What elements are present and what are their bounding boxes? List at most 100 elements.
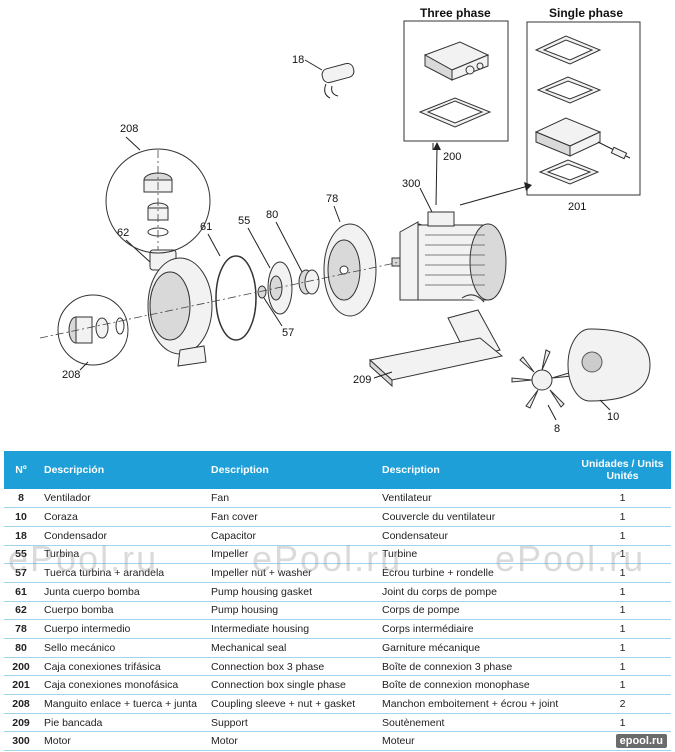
pump-housing: 62 xyxy=(117,227,213,367)
cell-description-fr: Joint du corps de pompe xyxy=(376,582,574,602)
motor: 300 xyxy=(391,142,532,301)
motor-support: 209 xyxy=(353,294,504,388)
cell-description-en: Coupling sleeve + nut + gasket xyxy=(205,694,376,714)
cell-number: 200 xyxy=(4,657,38,677)
single-phase-box: Single phase 201 xyxy=(526,6,641,213)
cell-description-en: Support xyxy=(205,713,376,733)
cell-units: 1 xyxy=(574,507,671,527)
callout-300: 300 xyxy=(402,178,420,190)
header-number: Nº xyxy=(15,464,27,476)
cell-units: 1 xyxy=(574,713,671,733)
coupling-sleeve-bottom: 208 xyxy=(57,294,129,381)
capacitor: 18 xyxy=(292,54,355,99)
cell-number: 80 xyxy=(4,638,38,658)
cell-number: 62 xyxy=(4,601,38,621)
cell-units: 2 xyxy=(574,694,671,714)
cell-description-fr: Garniture mécanique xyxy=(376,638,574,658)
cell-units: 1 xyxy=(574,526,671,546)
cell-description-fr: Soutènement xyxy=(376,713,574,733)
cell-number: 61 xyxy=(4,582,38,602)
cell-descripcion: Junta cuerpo bomba xyxy=(38,582,205,602)
cell-description-en: Motor xyxy=(205,731,376,752)
callout-61: 61 xyxy=(200,221,212,233)
pump-housing-gasket: 61 xyxy=(200,221,257,341)
cell-number: 55 xyxy=(4,545,38,565)
callout-8: 8 xyxy=(554,423,560,435)
cell-units: 1 xyxy=(574,563,671,583)
cell-descripcion: Caja conexiones monofásica xyxy=(38,675,205,696)
cell-descripcion: Motor xyxy=(38,731,205,752)
cell-descripcion: Caja conexiones trifásica xyxy=(38,657,205,677)
cell-description-en: Impeller xyxy=(205,545,376,565)
header-units-line2: Unités xyxy=(606,470,639,482)
callout-80: 80 xyxy=(266,209,278,221)
cell-descripcion: Condensador xyxy=(38,526,205,546)
callout-10: 10 xyxy=(607,411,619,423)
cell-description-fr: Corps intermédiaire xyxy=(376,619,574,639)
callout-62: 62 xyxy=(117,227,129,239)
cell-descripcion: Turbina xyxy=(38,545,205,565)
cell-description-fr: Moteur xyxy=(376,731,574,752)
cell-description-en: Mechanical seal xyxy=(205,638,376,658)
parts-table: Nº Descripción Description Description U… xyxy=(4,451,671,752)
callout-208-top: 208 xyxy=(120,123,138,135)
cell-description-en: Capacitor xyxy=(205,526,376,546)
three-phase-box: Three phase 200 xyxy=(403,6,509,163)
cell-number: 8 xyxy=(4,489,38,509)
header-units: Unidades / Units Unités xyxy=(574,451,671,489)
impeller-nut: 57 xyxy=(257,285,294,339)
cell-description-fr: Turbine xyxy=(376,545,574,565)
cell-description-fr: Couvercle du ventilateur xyxy=(376,507,574,527)
intermediate-housing: 78 xyxy=(323,193,377,317)
cell-number: 57 xyxy=(4,563,38,583)
impeller: 55 xyxy=(238,215,293,315)
mechanical-seal: 80 xyxy=(266,209,320,295)
cell-description-en: Pump housing xyxy=(205,601,376,621)
exploded-pump-diagram: Three phase 200 Single phase 201 18 xyxy=(39,6,651,435)
cell-number: 10 xyxy=(4,507,38,527)
callout-57: 57 xyxy=(282,327,294,339)
cell-descripcion: Coraza xyxy=(38,507,205,527)
callout-208-bottom: 208 xyxy=(62,369,80,381)
cell-description-en: Pump housing gasket xyxy=(205,582,376,602)
cell-description-en: Connection box 3 phase xyxy=(205,657,376,677)
cell-descripcion: Tuerca turbina + arandela xyxy=(38,563,205,583)
cell-units: 1 xyxy=(574,657,671,677)
callout-200: 200 xyxy=(443,151,461,163)
cell-description-fr: Corps de pompe xyxy=(376,601,574,621)
cell-description-en: Intermediate housing xyxy=(205,619,376,639)
table-row: 300MotorMotorMoteur1 xyxy=(4,731,671,752)
cell-descripcion: Sello mecánico xyxy=(38,638,205,658)
cell-number: 78 xyxy=(4,619,38,639)
cell-description-fr: Boîte de connexion 3 phase xyxy=(376,657,574,677)
header-description-en: Description xyxy=(211,464,269,476)
cell-number: 208 xyxy=(4,694,38,714)
cell-description-fr: Condensateur xyxy=(376,526,574,546)
footer-logo: epool.ru xyxy=(615,734,667,748)
cell-description-fr: Écrou turbine + rondelle xyxy=(376,563,574,583)
assembly-axis xyxy=(39,261,401,339)
callout-78: 78 xyxy=(326,193,338,205)
cell-description-en: Impeller nut + washer xyxy=(205,563,376,583)
cell-descripcion: Ventilador xyxy=(38,489,205,509)
header-descripcion: Descripción xyxy=(44,464,105,476)
single-phase-title: Single phase xyxy=(549,6,623,20)
cell-description-en: Fan cover xyxy=(205,507,376,527)
cell-description-fr: Ventilateur xyxy=(376,489,574,509)
cell-units: 1 xyxy=(574,489,671,509)
cell-descripcion: Pie bancada xyxy=(38,713,205,733)
header-description-fr: Description xyxy=(382,464,440,476)
